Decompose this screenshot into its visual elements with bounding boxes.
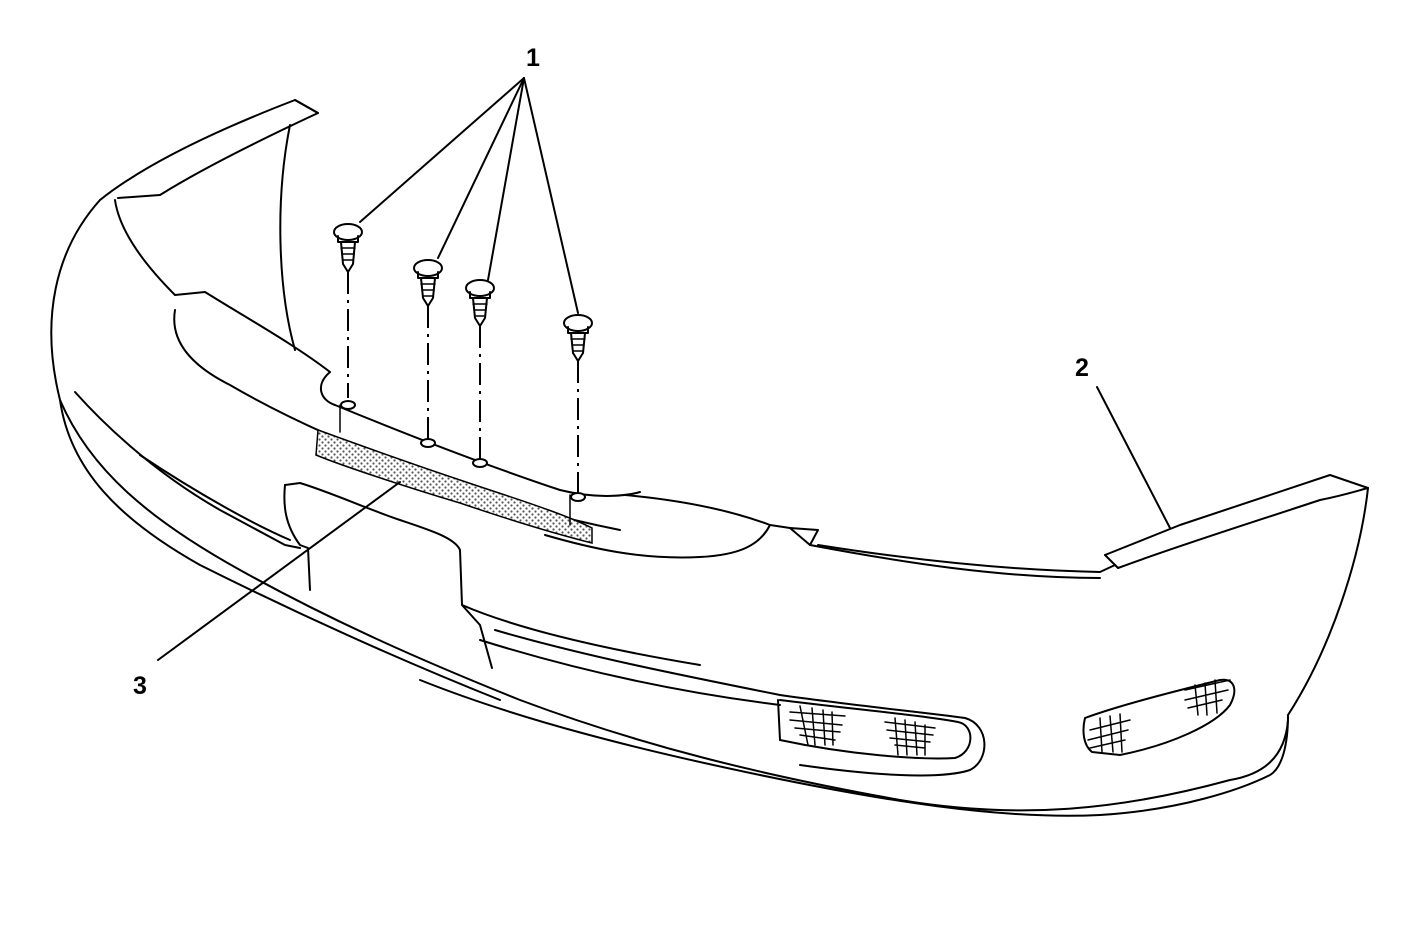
callout-bumper-fascia: 2 (1075, 354, 1089, 382)
leader-lines (157, 77, 1171, 661)
callout-grille-mesh: 3 (133, 672, 147, 700)
push-pin-retainer-icon (333, 223, 593, 362)
grille-mesh-strip (315, 404, 593, 544)
fog-lamp-grids (789, 678, 1236, 756)
installation-guides (340, 272, 586, 502)
callout-fasteners: 1 (526, 44, 540, 72)
bumper-fascia-outline (50, 99, 1369, 817)
